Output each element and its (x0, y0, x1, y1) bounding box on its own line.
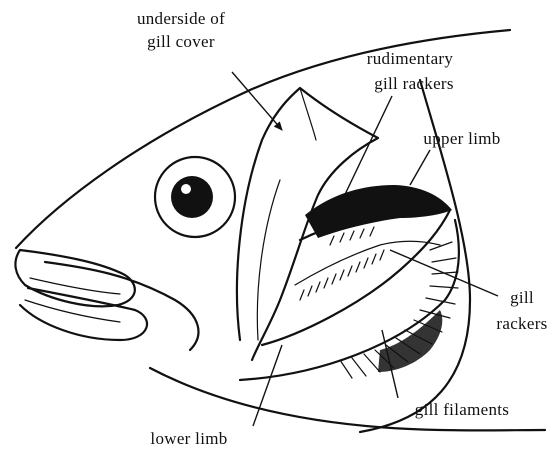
upper-limb-filaments (305, 185, 452, 238)
label-text: gill (510, 288, 534, 307)
label-text: rackers (496, 314, 547, 333)
label-text: gill filaments (415, 400, 509, 419)
pointer-line (253, 345, 282, 426)
gill-filaments (340, 242, 458, 378)
label-text: underside of (137, 9, 225, 28)
fish-head-outline (16, 30, 545, 432)
gill-rackers (300, 227, 384, 300)
eye (155, 157, 235, 237)
mouth (15, 250, 198, 350)
label-text: rudimentary (367, 49, 454, 68)
gill-arch (240, 210, 459, 380)
label-text: lower limb (150, 429, 227, 448)
label-text: gill rackers (374, 74, 454, 93)
label-underside-of-gill-cover: underside of gill cover (137, 9, 282, 130)
pointer-line (390, 250, 498, 296)
label-text: gill cover (147, 32, 215, 51)
pointer-line (410, 150, 430, 185)
label-text: upper limb (423, 129, 500, 148)
label-upper-limb: upper limb (410, 129, 501, 185)
